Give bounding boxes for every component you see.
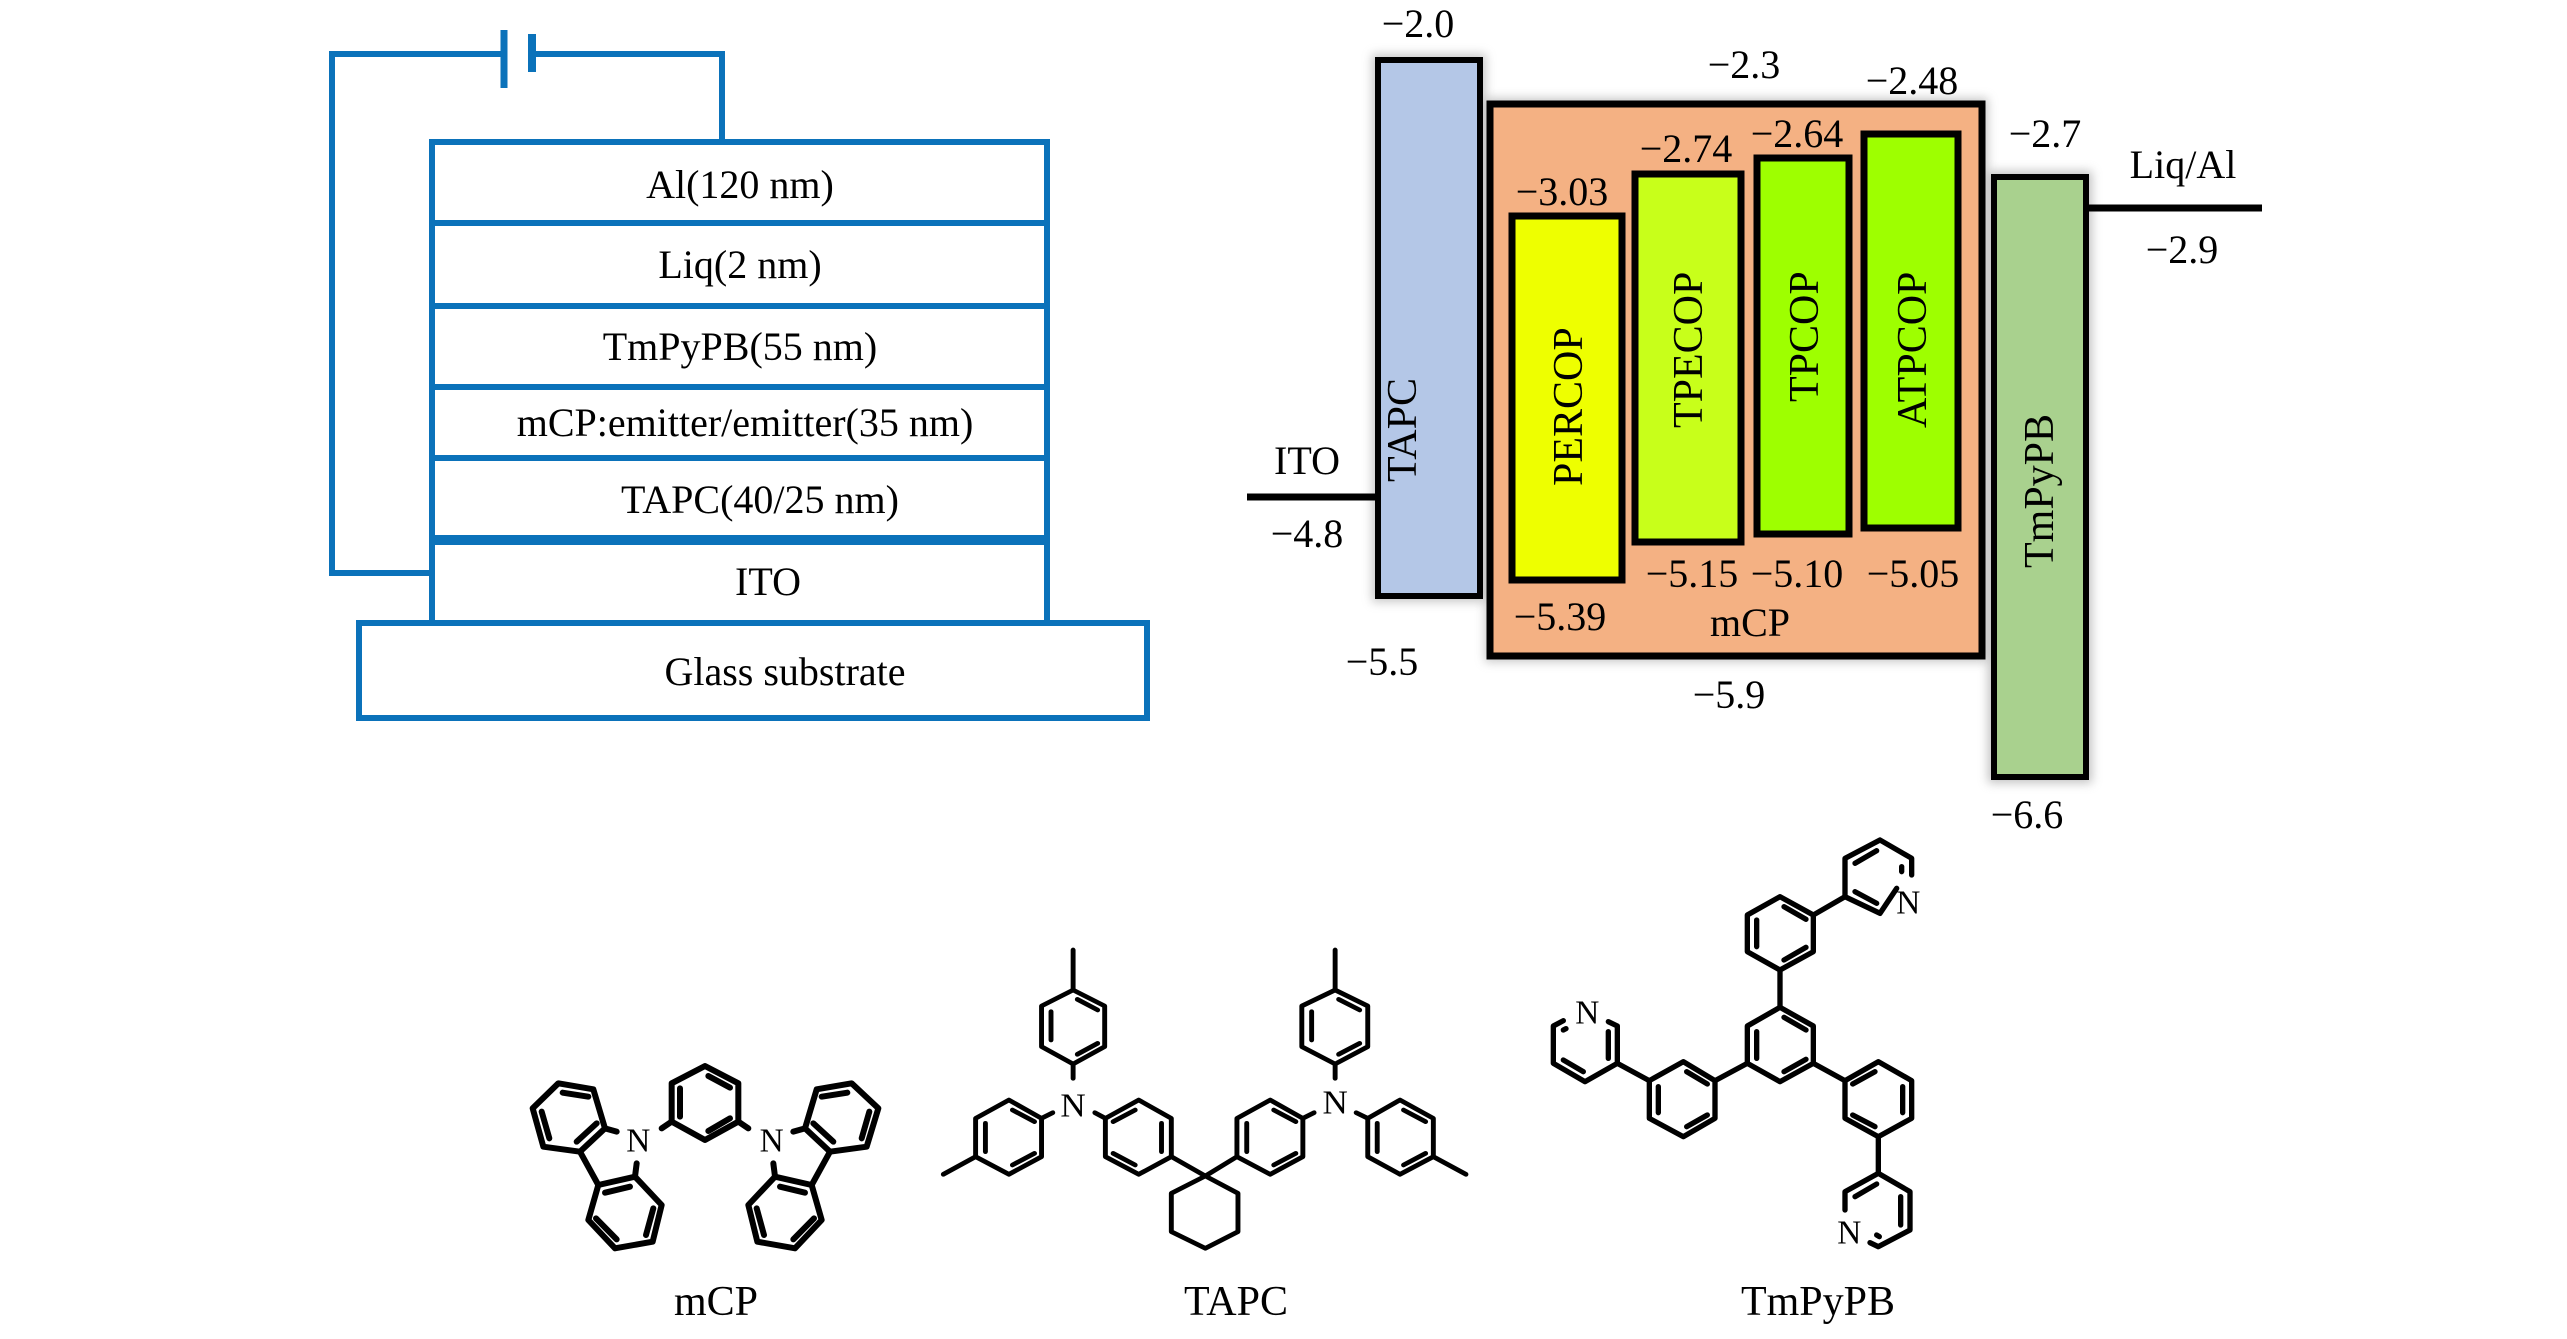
circuit-wire-right bbox=[530, 51, 725, 145]
percop-level-label: PERCOP bbox=[1546, 327, 1592, 486]
tpcop-level-box bbox=[1753, 154, 1853, 538]
tmpypb-level-box bbox=[1991, 174, 2089, 780]
tpcop-homo-value: −5.10 bbox=[1751, 551, 1844, 596]
cathode-label: Liq/Al bbox=[2130, 142, 2237, 187]
tapc-structure-label: TAPC bbox=[1184, 1279, 1288, 1325]
tapc-lumo-value: −2.0 bbox=[1382, 1, 1455, 46]
circuit-wire-left bbox=[329, 51, 505, 576]
layer-al bbox=[429, 139, 1050, 226]
tmpypb-structure: N N N bbox=[1550, 837, 1920, 1251]
glass-substrate-layer bbox=[356, 620, 1150, 721]
mcp-n-atom-left: N bbox=[626, 1123, 650, 1160]
atpcop-level-label: ATPCOP bbox=[1890, 272, 1936, 428]
mcp-homo-value: −5.9 bbox=[1693, 672, 1766, 717]
layer-ito bbox=[429, 539, 1050, 626]
tmpypb-n-atom-top: N bbox=[1896, 884, 1920, 921]
glass-substrate-label: Glass substrate bbox=[664, 649, 905, 694]
ito-label: ITO bbox=[1274, 438, 1340, 483]
ito-work-function: −4.8 bbox=[1271, 511, 1344, 556]
mcp-structure-label: mCP bbox=[674, 1279, 758, 1325]
layer-eml-label: mCP:emitter/emitter(35 nm) bbox=[517, 400, 974, 445]
tmpypb-n-atom-left: N bbox=[1575, 994, 1599, 1031]
tapc-level-box bbox=[1375, 57, 1483, 599]
tmpypb-lumo-value: −2.7 bbox=[2009, 111, 2082, 156]
tpecop-level-label: TPECOP bbox=[1666, 272, 1712, 428]
mcp-level-label: mCP bbox=[1710, 600, 1790, 645]
tpecop-homo-value: −5.15 bbox=[1646, 551, 1739, 596]
layer-al-label: Al(120 nm) bbox=[646, 162, 834, 207]
layer-liq bbox=[429, 220, 1050, 309]
mcp-n-atom-right: N bbox=[760, 1123, 784, 1160]
tmpypb-n-atom-bottom: N bbox=[1837, 1214, 1861, 1251]
tapc-homo-value: −5.5 bbox=[1346, 639, 1419, 684]
tmpypb-structure-label: TmPyPB bbox=[1741, 1279, 1895, 1325]
tpecop-level-box bbox=[1631, 170, 1745, 546]
tmpypb-homo-value: −6.6 bbox=[1991, 792, 2064, 837]
tapc-n-atom-right: N bbox=[1322, 1085, 1347, 1121]
layer-liq-label: Liq(2 nm) bbox=[658, 242, 821, 287]
cathode-work-function: −2.9 bbox=[2146, 227, 2219, 272]
tapc-level-label: TAPC bbox=[1380, 378, 1426, 482]
tpcop-level-label: TPCOP bbox=[1782, 271, 1828, 402]
tapc-structure: N N bbox=[940, 947, 1469, 1251]
layer-tapc-label: TAPC(40/25 nm) bbox=[621, 477, 899, 522]
tapc-n-atom-left: N bbox=[1060, 1088, 1085, 1124]
tmpypb-level-label: TmPyPB bbox=[2017, 414, 2063, 568]
percop-level-box bbox=[1508, 212, 1626, 584]
mcp-structure: N N bbox=[529, 1063, 882, 1252]
tpcop-lumo-value: −2.64 bbox=[1751, 111, 1844, 156]
tpecop-lumo-value: −2.74 bbox=[1640, 126, 1733, 171]
atpcop-level-box bbox=[1860, 130, 1962, 532]
percop-homo-value: −5.39 bbox=[1514, 594, 1607, 639]
energy-level-diagram: ITO −4.8 TAPC −2.0 −5.5 −2.3 −5.9 mCP PE… bbox=[1247, 1, 2262, 837]
device-stack: Glass substrate Al(120 nm) Liq(2 nm) TmP… bbox=[329, 30, 1150, 721]
mcp-lumo-value: −2.3 bbox=[1708, 42, 1781, 87]
atpcop-homo-value: −5.05 bbox=[1867, 551, 1960, 596]
atpcop-lumo-value: −2.48 bbox=[1866, 58, 1959, 103]
layer-ito-label: ITO bbox=[735, 559, 801, 604]
layer-tmpypb-label: TmPyPB(55 nm) bbox=[603, 324, 877, 369]
percop-lumo-value: −3.03 bbox=[1516, 169, 1609, 214]
